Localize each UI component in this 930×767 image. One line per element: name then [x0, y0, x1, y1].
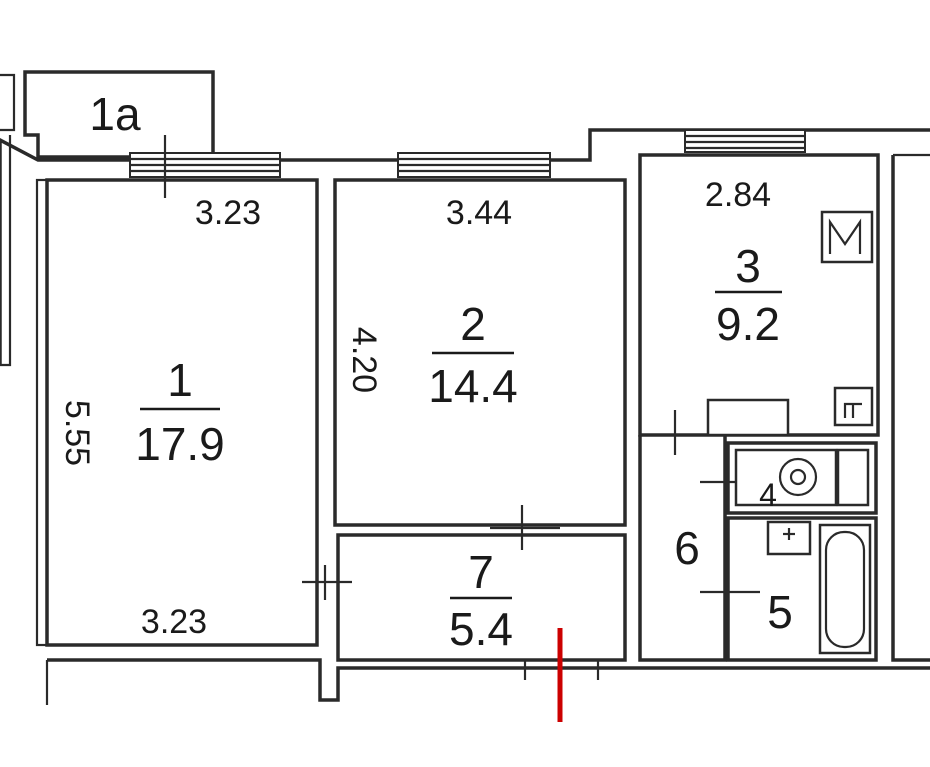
room-5-number: 5 — [767, 586, 793, 638]
room-1-area: 17.9 — [135, 418, 225, 470]
room-7-number: 7 — [468, 546, 494, 598]
windows — [129, 129, 806, 178]
room-3-area: 9.2 — [716, 298, 780, 350]
room-7-area: 5.4 — [449, 603, 513, 655]
room-4-outline — [726, 441, 878, 515]
room-6-outline — [638, 435, 727, 662]
bathtub-icon — [818, 523, 872, 655]
room-7-outline — [336, 533, 627, 662]
toilet-icon — [734, 448, 870, 507]
room-7-label: 7 5.4 — [449, 546, 513, 655]
dim-room-1-side: 5.55 — [58, 400, 96, 466]
room-2-label: 2 14.4 — [428, 298, 518, 412]
room-1a-label: 1a — [89, 88, 141, 140]
left-fragment — [0, 135, 12, 367]
window-room-2 — [397, 152, 551, 178]
right-wall — [891, 155, 930, 662]
dim-room-1-bottom: 3.23 — [141, 603, 207, 641]
kitchen-sink-icon — [833, 386, 874, 427]
room-5-outline — [726, 516, 878, 662]
radiator-icon — [706, 398, 790, 437]
room-1-number: 1 — [167, 354, 193, 406]
room-1-label: 1 17.9 — [135, 354, 225, 470]
washbasin-icon — [766, 520, 812, 556]
dim-room-2-side: 4.20 — [345, 327, 383, 393]
room-2-outline — [333, 178, 627, 527]
stove-icon — [820, 210, 874, 264]
door-markers — [163, 135, 760, 680]
room-2-area: 14.4 — [428, 360, 518, 412]
dim-room-2-top: 3.44 — [446, 194, 512, 232]
room-1-inner — [35, 178, 49, 647]
window-room-1 — [129, 152, 281, 178]
dim-room-1-top: 3.23 — [195, 194, 261, 232]
room-6-number: 6 — [674, 522, 700, 574]
room-4-number: 4 — [759, 477, 777, 513]
room-2-number: 2 — [460, 298, 486, 350]
room-3-number: 3 — [735, 240, 761, 292]
facade-wall — [0, 128, 930, 365]
lower-wall — [47, 658, 930, 702]
dim-room-3-top: 2.84 — [705, 176, 771, 214]
window-room-3 — [684, 129, 806, 153]
room-3-label: 3 9.2 — [715, 240, 782, 350]
balcony-1a — [0, 70, 215, 159]
